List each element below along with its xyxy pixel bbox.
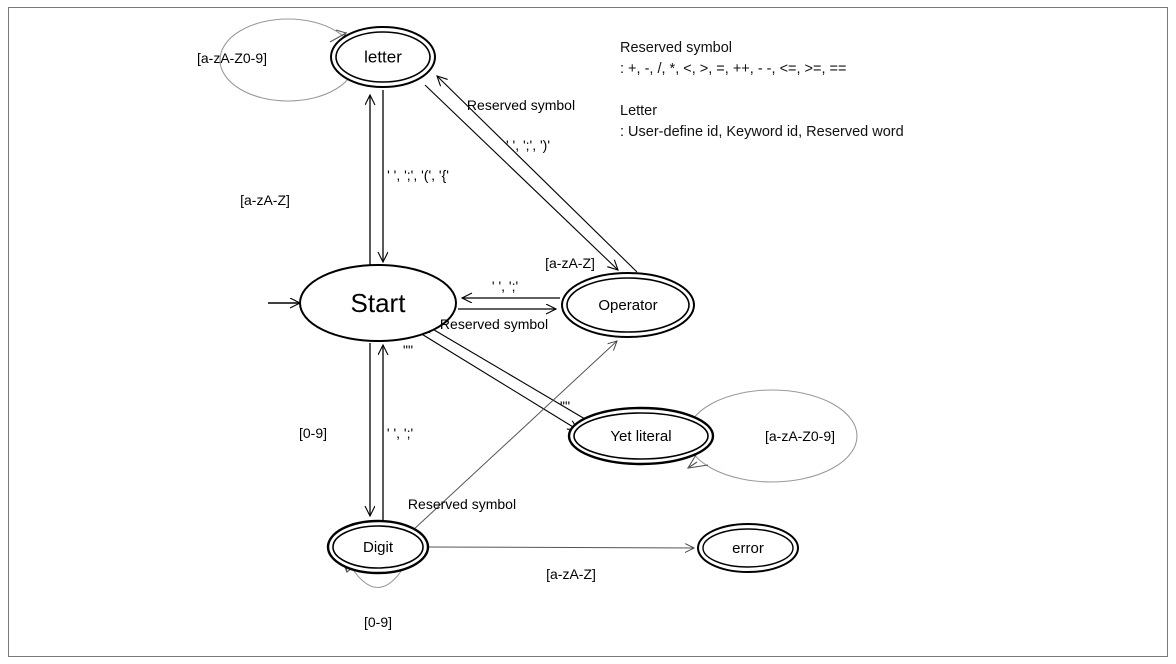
legend-letter-body: : User-define id, Keyword id, Reserved w…: [620, 123, 904, 140]
edge-label-digit-start: ' ', ';': [387, 425, 413, 441]
edge-start-digit-pair: [370, 343, 383, 521]
diagram-frame: [8, 7, 1168, 657]
loop-label-digit: [0-9]: [364, 614, 392, 630]
edge-label-digit-operator: Reserved symbol: [408, 496, 516, 512]
edge-label-letter-operator: Reserved symbol: [467, 97, 575, 113]
state-node-yet-literal[interactable]: Yet literal: [567, 406, 715, 466]
loop-label-yet-literal: [a-zA-Z0-9]: [765, 428, 835, 444]
state-node-error[interactable]: error: [697, 523, 799, 573]
edge-label-operator-letter-quotes: ' ', ';', ')': [506, 137, 550, 153]
edge-label-digit-error: [a-zA-Z]: [546, 566, 596, 582]
state-label-letter: letter: [364, 47, 402, 66]
edge-start-yet-literal-pair: [419, 324, 586, 430]
state-node-operator[interactable]: Operator: [561, 272, 695, 338]
edge-label-start-letter: [a-zA-Z]: [240, 192, 290, 208]
state-node-digit[interactable]: Digit: [326, 519, 430, 575]
edge-label-start-operator: Reserved symbol: [440, 316, 548, 332]
edge-label-start-digit: [0-9]: [299, 425, 327, 441]
loop-label-letter: [a-zA-Z0-9]: [197, 50, 267, 66]
state-label-yet-literal: Yet literal: [610, 428, 671, 445]
legend-reserved-symbol-body: : +, -, /, *, <, >, =, ++, - -, <=, >=, …: [620, 60, 847, 77]
legend-letter-title: Letter: [620, 103, 658, 119]
edge-digit-operator: [411, 341, 617, 532]
edge-label-yet-literal-start: '"': [403, 342, 413, 358]
edge-label-start-yet-literal: '"': [560, 398, 570, 414]
state-label-error: error: [732, 540, 764, 557]
state-label-digit: Digit: [363, 539, 394, 556]
edge-label-operator-start: ' ', ';': [492, 278, 518, 294]
state-node-start[interactable]: Start: [299, 264, 457, 342]
state-label-operator: Operator: [598, 297, 657, 314]
edge-digit-error: [427, 547, 694, 548]
edge-start-operator-pair: [458, 298, 560, 309]
legend-letter: Letter : User-define id, Keyword id, Res…: [620, 101, 904, 142]
state-label-start: Start: [351, 288, 407, 318]
edge-label-operator-letter-range: [a-zA-Z]: [545, 255, 595, 271]
edge-label-letter-start: ' ', ';', '(', '{': [387, 167, 449, 183]
legend-reserved-symbol: Reserved symbol : +, -, /, *, <, >, =, +…: [620, 38, 847, 79]
edge-start-letter-pair: [370, 90, 383, 266]
state-node-letter[interactable]: letter: [330, 26, 436, 88]
legend-reserved-symbol-title: Reserved symbol: [620, 40, 733, 56]
edge-letter-operator-pair: [424, 76, 638, 273]
